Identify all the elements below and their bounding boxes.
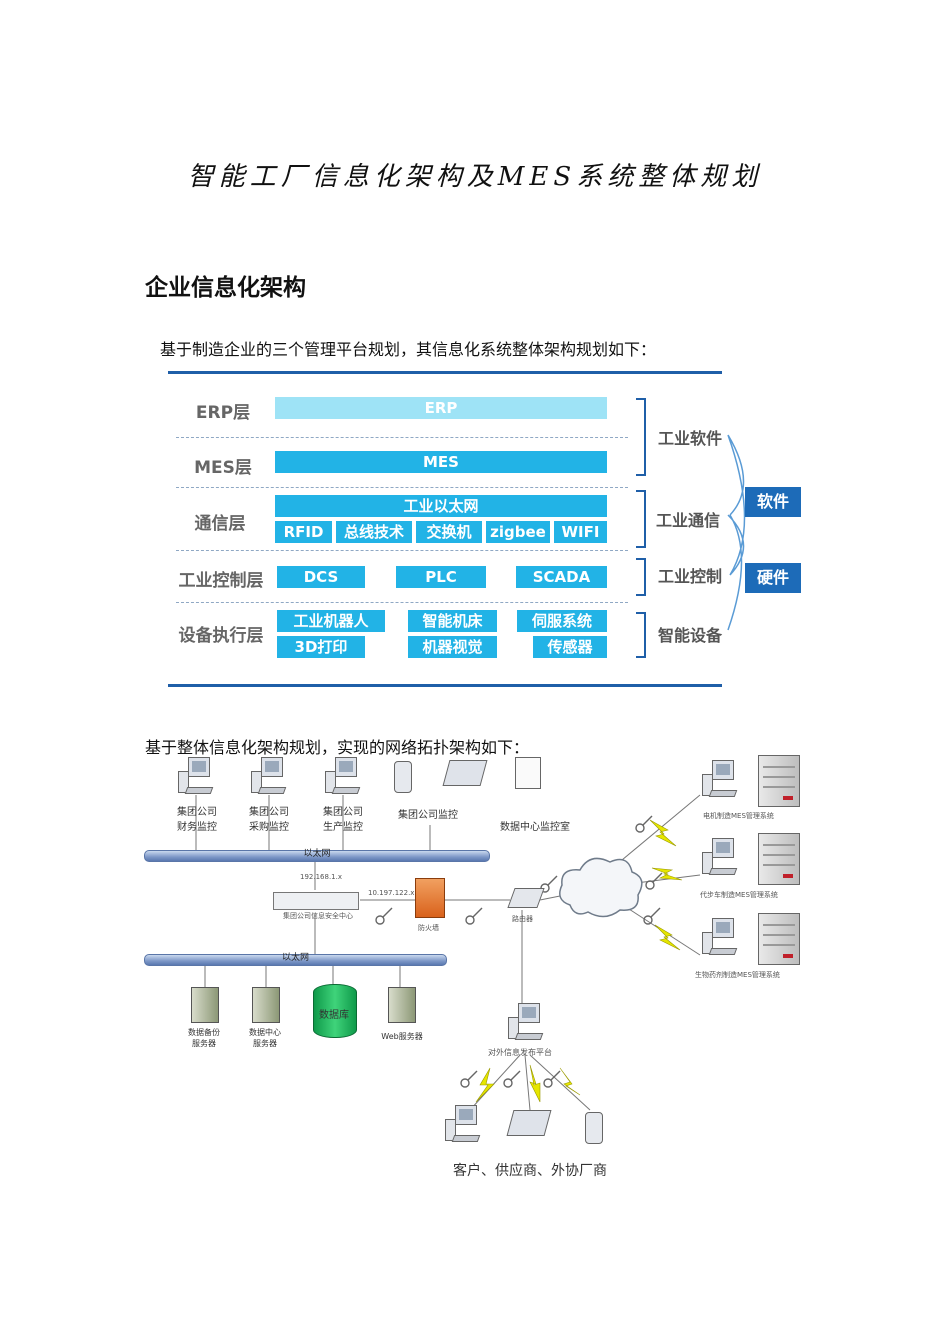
device-item: 3D打印 xyxy=(277,636,365,658)
device-item: 传感器 xyxy=(533,636,607,658)
server-label: 数据备份 服务器 xyxy=(188,1028,220,1048)
backup-server-icon xyxy=(191,987,219,1023)
site-pc-icon xyxy=(702,838,738,876)
site-server-icon xyxy=(758,755,800,807)
database-icon xyxy=(313,984,357,1038)
database-label: 数据库 xyxy=(319,1010,349,1021)
comm-item: WIFI xyxy=(554,521,607,543)
switch-icon xyxy=(273,892,359,910)
erp-bar: ERP xyxy=(275,397,607,419)
site-server-icon xyxy=(758,913,800,965)
layer-label-control: 工业控制层 xyxy=(178,571,264,591)
bracket xyxy=(636,612,646,658)
finance-pc-icon xyxy=(178,757,214,795)
purchase-pc-icon xyxy=(251,757,287,795)
firewall-label: 防火墙 xyxy=(418,924,439,932)
site-label: 电机制造MES管理系统 xyxy=(703,812,774,820)
network-links xyxy=(195,794,701,1111)
server-label: Web服务器 xyxy=(381,1032,423,1041)
layer-label-comm: 通信层 xyxy=(194,514,246,534)
mes-bar: MES xyxy=(275,451,607,473)
divider xyxy=(176,437,628,438)
router-label: 路由器 xyxy=(512,915,533,923)
bracket xyxy=(636,490,646,548)
projector-screen-icon xyxy=(515,757,541,789)
security-center-label: 集团公司信息安全中心 xyxy=(283,912,353,920)
architecture-intro: 基于制造企业的三个管理平台规划，其信息化系统整体架构规划如下： xyxy=(160,340,657,359)
ethernet-bar: 工业以太网 xyxy=(275,495,607,517)
ethernet-bus-top: 以太网 xyxy=(144,849,490,862)
comm-item: RFID xyxy=(275,521,332,543)
site-pc-icon xyxy=(702,760,738,798)
layer-label-erp: ERP层 xyxy=(195,403,251,423)
client-phone-icon xyxy=(585,1112,603,1144)
top-rule xyxy=(168,371,722,374)
web-server-icon xyxy=(388,987,416,1023)
pc-label: 集团公司 生产监控 xyxy=(323,807,363,833)
section-heading: 企业信息化架构 xyxy=(145,275,306,301)
category-comm: 工业通信 xyxy=(656,511,721,530)
publish-label: 对外信息发布平台 xyxy=(488,1048,552,1057)
device-item: 工业机器人 xyxy=(277,610,385,632)
site-label: 生物药剂制造MES管理系统 xyxy=(695,971,780,979)
ip-label: 10.197.122.x xyxy=(368,889,415,897)
server-label: 数据中心 服务器 xyxy=(249,1028,281,1048)
comm-item: zigbee xyxy=(486,521,550,543)
client-laptop-icon xyxy=(506,1110,552,1136)
site-server-icon xyxy=(758,833,800,885)
client-pc-icon xyxy=(445,1105,481,1143)
side-hardware: 硬件 xyxy=(745,563,801,593)
device-item: 智能机床 xyxy=(408,610,497,632)
page-title: 智能工厂信息化架构及MES系统整体规划 xyxy=(187,162,763,192)
layer-label-device: 设备执行层 xyxy=(178,626,264,646)
category-device: 智能设备 xyxy=(658,626,723,645)
comm-item: 总线技术 xyxy=(336,521,412,543)
bottom-rule xyxy=(168,684,722,687)
site-label: 代步车制造MES管理系统 xyxy=(700,891,778,899)
category-control: 工业控制 xyxy=(658,567,723,586)
bracket xyxy=(636,558,646,596)
divider xyxy=(176,550,628,551)
laptop-icon xyxy=(442,760,488,786)
bracket xyxy=(636,398,646,476)
pc-label: 集团公司 财务监控 xyxy=(177,807,217,833)
comm-item: 交换机 xyxy=(416,521,482,543)
ip-label: 192.168.1.x xyxy=(300,873,342,881)
control-item: SCADA xyxy=(516,566,607,588)
category-connectors xyxy=(727,434,746,631)
external-label: 客户、供应商、外协厂商 xyxy=(453,1163,607,1179)
ethernet-bus-bottom: 以太网 xyxy=(144,953,447,966)
control-item: PLC xyxy=(396,566,486,588)
side-software: 软件 xyxy=(745,487,801,517)
device-item: 机器视觉 xyxy=(408,636,497,658)
layer-label-mes: MES层 xyxy=(194,458,252,478)
category-software: 工业软件 xyxy=(658,429,723,448)
control-item: DCS xyxy=(277,566,365,588)
divider xyxy=(176,487,628,488)
datacenter-server-icon xyxy=(252,987,280,1023)
pc-label: 集团公司监控 xyxy=(398,810,458,821)
network-intro: 基于整体信息化架构规划，实现的网络拓扑架构如下： xyxy=(145,738,530,757)
site-pc-icon xyxy=(702,918,738,956)
pc-label: 数据中心监控室 xyxy=(500,822,570,833)
divider xyxy=(176,602,628,603)
phone-icon xyxy=(394,761,412,793)
publish-pc-icon xyxy=(508,1003,544,1041)
production-pc-icon xyxy=(325,757,361,795)
pc-label: 集团公司 采购监控 xyxy=(249,807,289,833)
device-item: 伺服系统 xyxy=(517,610,607,632)
firewall-icon xyxy=(415,878,445,918)
